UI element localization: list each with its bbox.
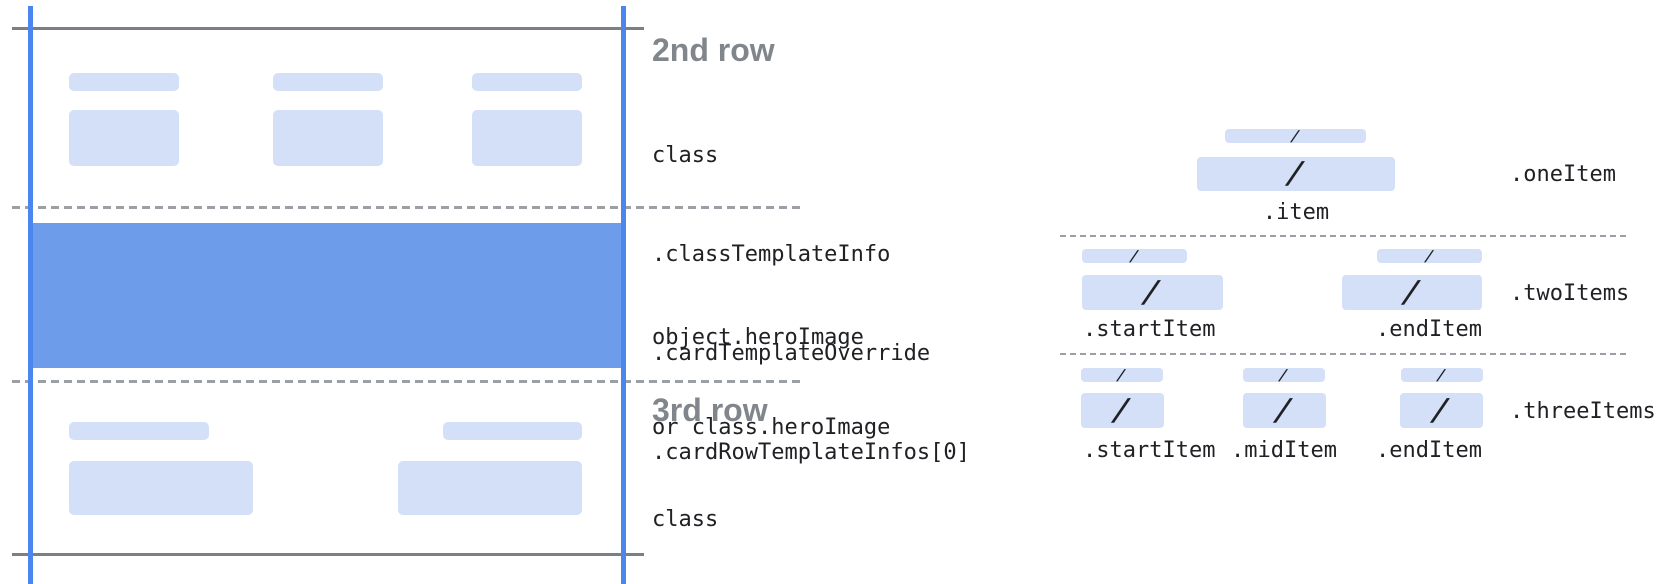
- three-items-start-value-bar: /: [1081, 393, 1164, 428]
- row2-item1-label-placeholder: [69, 73, 179, 91]
- item-path-label: .startItem: [1083, 317, 1216, 342]
- slash-glyph: /: [1435, 365, 1449, 384]
- two-items-start-value-bar: /: [1082, 275, 1223, 310]
- item-path-label: .endItem: [1376, 438, 1482, 463]
- code-line: object.heroImage: [652, 325, 864, 350]
- slash-glyph: /: [1289, 126, 1302, 145]
- row2-item2-value-placeholder: [273, 110, 383, 166]
- three-items-end-value-bar: /: [1400, 393, 1483, 428]
- row2-bottom-dashed-divider: [12, 206, 800, 209]
- card-bottom-boundary-line: [12, 553, 644, 556]
- row2-item1-value-placeholder: [69, 110, 179, 166]
- slash-glyph: /: [1277, 365, 1291, 384]
- item-path-label: .item: [1262, 200, 1330, 225]
- row2-item3-label-placeholder: [472, 73, 582, 91]
- code-line: .cardTemplateOverride: [652, 341, 931, 366]
- one-item-label-bar: /: [1225, 126, 1366, 145]
- hero-bottom-dashed-divider: [12, 380, 800, 383]
- legend-divider-2: [1060, 353, 1628, 355]
- slash-glyph: /: [1423, 246, 1436, 265]
- slash-glyph: /: [1128, 246, 1141, 265]
- layout-name-label: .threeItems: [1510, 399, 1656, 424]
- card-right-margin-line: [621, 6, 626, 584]
- card-left-margin-line: [28, 6, 33, 584]
- layout-name-label: .twoItems: [1510, 281, 1630, 306]
- one-item-value-bar: /: [1197, 156, 1395, 191]
- two-items-end-label-bar: /: [1377, 246, 1482, 265]
- three-items-mid-label-bar: /: [1243, 365, 1325, 384]
- slash-glyph: /: [1272, 392, 1297, 428]
- row3-item2-value-placeholder: [398, 461, 582, 515]
- card-top-boundary-line: [12, 27, 644, 30]
- layout-name-label: .oneItem: [1510, 162, 1616, 187]
- hero-image-band: [33, 223, 621, 368]
- three-items-mid-value-bar: /: [1243, 393, 1326, 428]
- row3-item2-label-placeholder: [443, 422, 582, 440]
- slash-glyph: /: [1429, 392, 1454, 428]
- two-items-end-value-bar: /: [1342, 275, 1482, 310]
- hero-code-block: object.heroImage or class.heroImage: [652, 263, 890, 503]
- row2-item2-label-placeholder: [273, 73, 383, 91]
- slash-glyph: /: [1115, 365, 1129, 384]
- legend-divider-1: [1060, 235, 1628, 237]
- code-line: class: [652, 507, 719, 532]
- three-items-start-label-bar: /: [1081, 365, 1163, 384]
- row2-heading: 2nd row: [652, 32, 775, 68]
- slash-glyph: /: [1140, 274, 1165, 310]
- two-items-start-label-bar: /: [1082, 246, 1187, 265]
- slash-glyph: /: [1283, 156, 1309, 191]
- row2-item3-value-placeholder: [472, 110, 582, 166]
- row3-item1-label-placeholder: [69, 422, 209, 440]
- slash-glyph: /: [1110, 392, 1135, 428]
- row2-code-block: class .classTemplateInfo .cardTemplateOv…: [652, 73, 970, 535]
- row3-heading: 3rd row: [652, 392, 768, 428]
- code-line: .cardRowTemplateInfos[0]: [652, 440, 970, 465]
- item-path-label: .midItem: [1231, 438, 1337, 463]
- three-items-end-label-bar: /: [1401, 365, 1483, 384]
- row3-code-block: class .classTemplateInfo .cardTemplateOv…: [652, 437, 970, 584]
- code-line: class: [652, 143, 719, 168]
- item-path-label: .endItem: [1376, 317, 1482, 342]
- slash-glyph: /: [1399, 274, 1425, 310]
- item-path-label: .startItem: [1083, 438, 1216, 463]
- code-line: or class.heroImage: [652, 415, 891, 440]
- row3-item1-value-placeholder: [69, 461, 253, 515]
- code-line: .classTemplateInfo: [652, 242, 891, 267]
